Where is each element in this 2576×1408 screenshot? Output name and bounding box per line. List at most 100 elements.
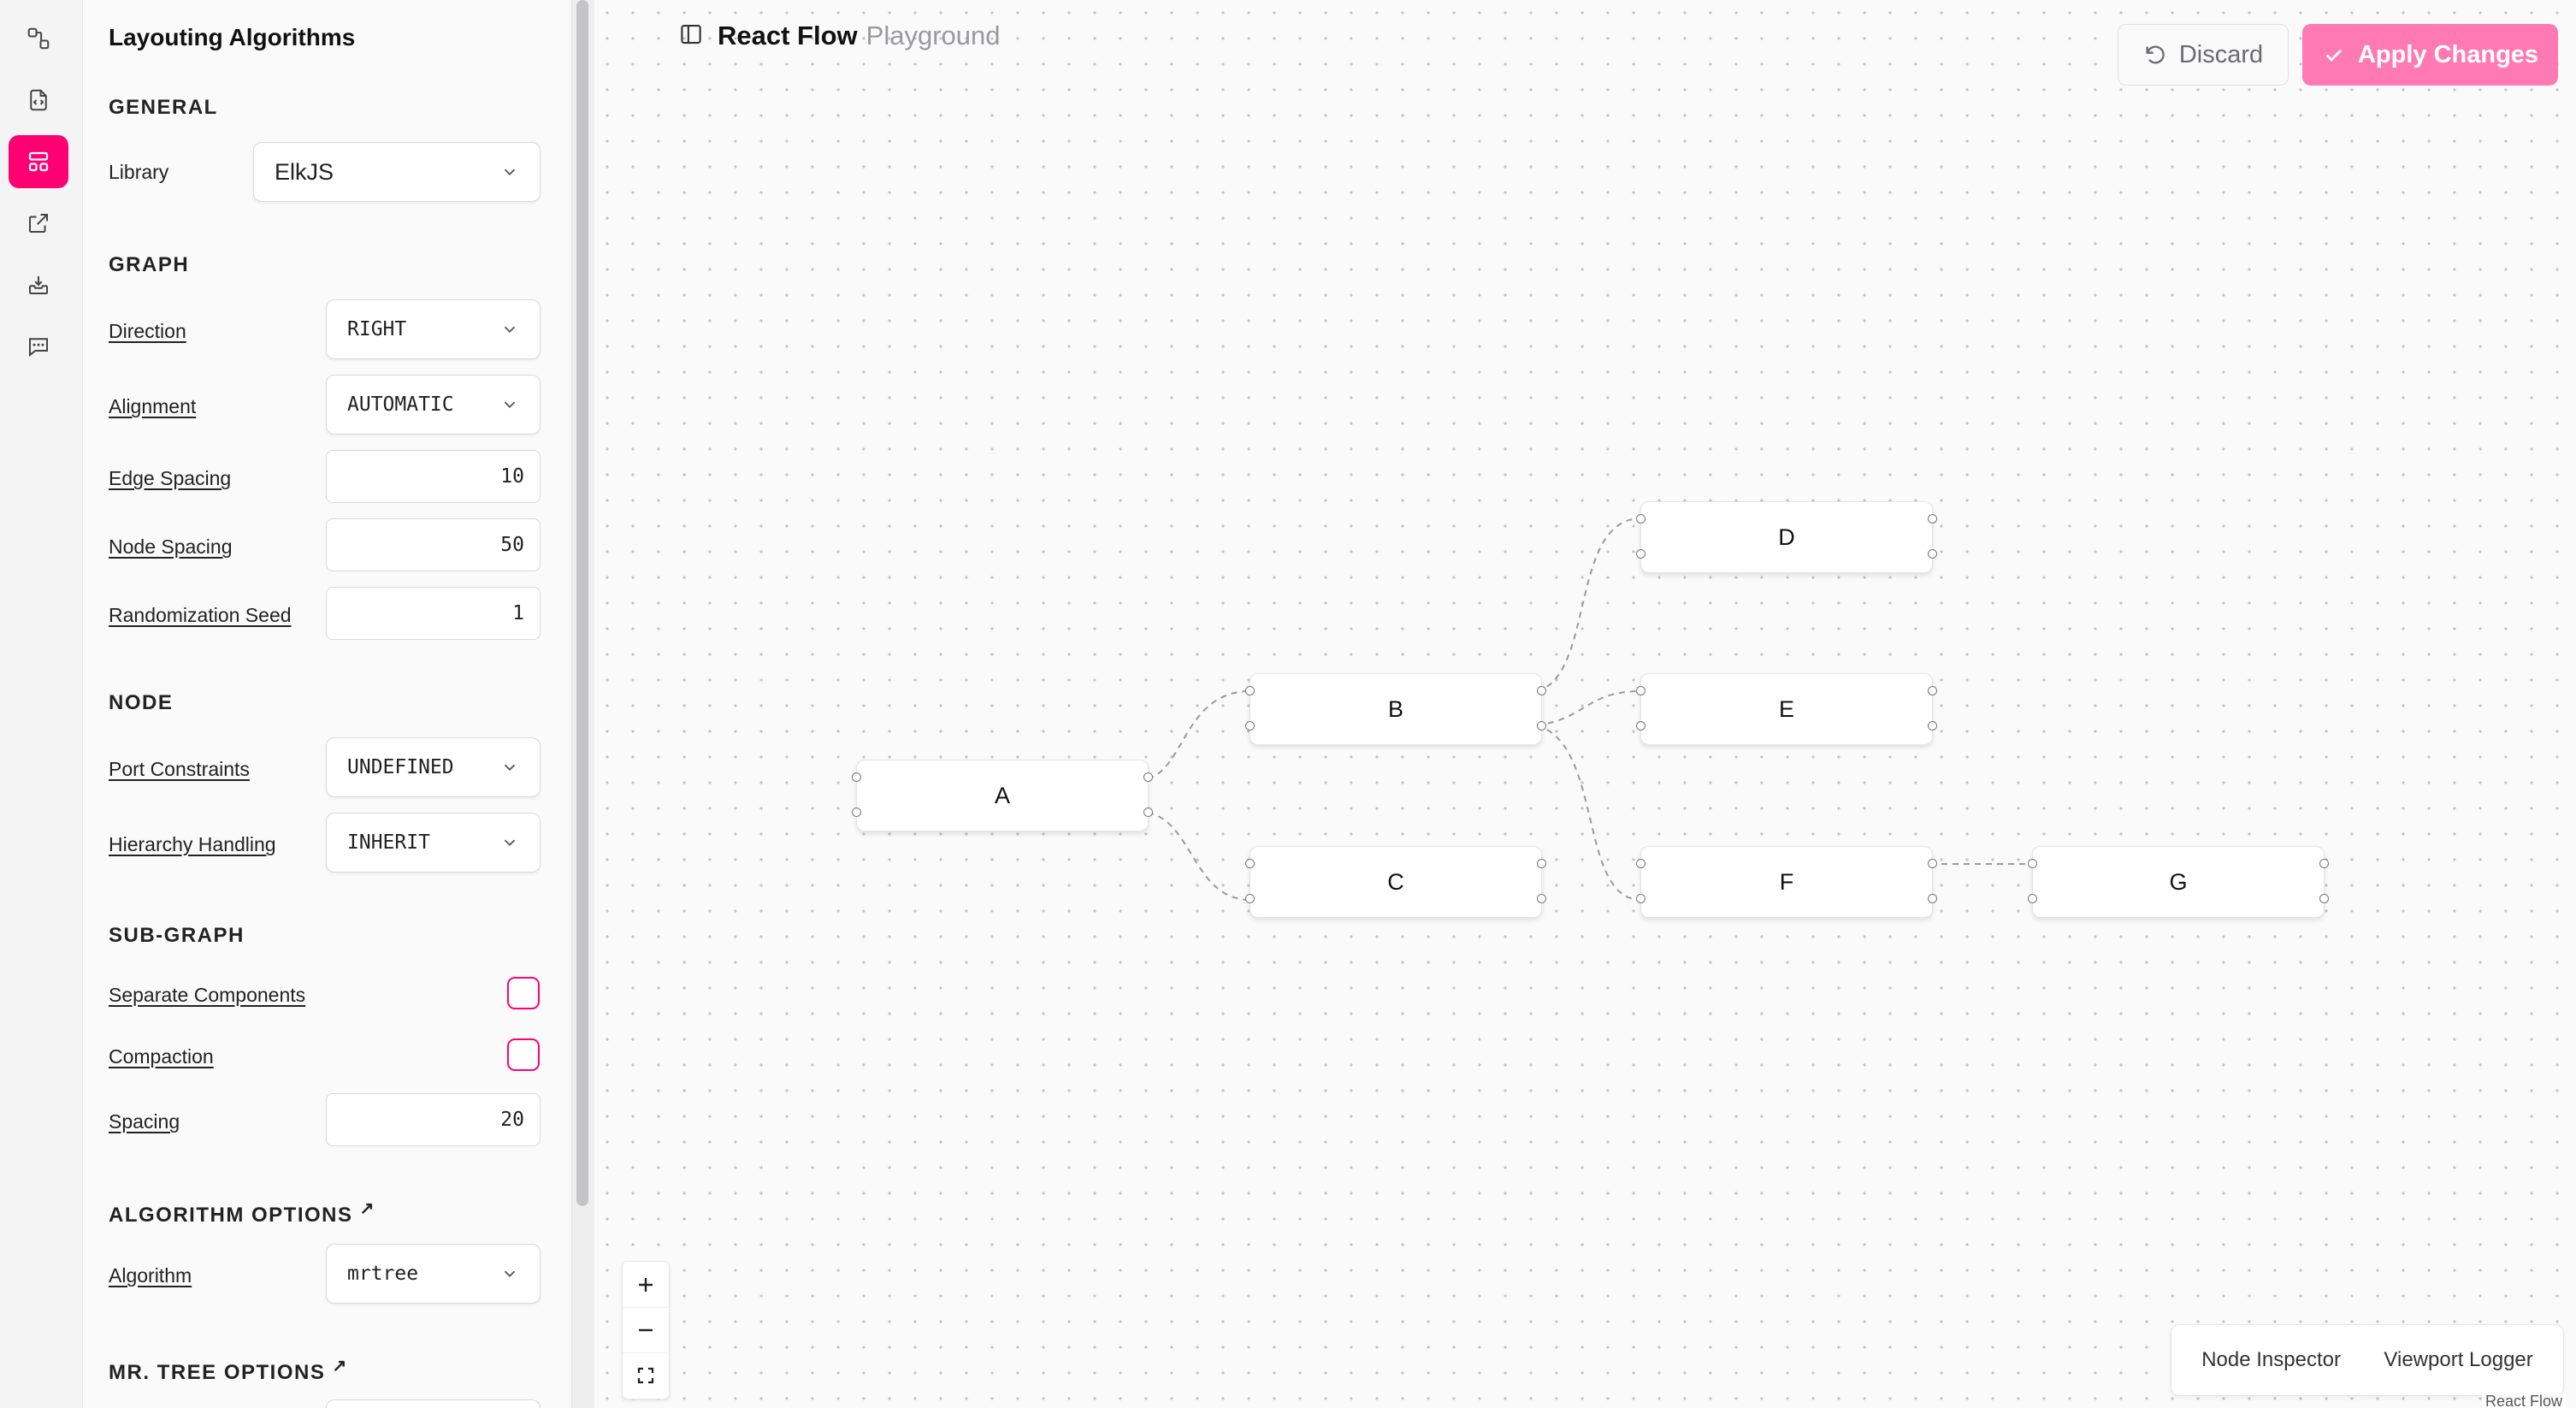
library-label: Library bbox=[109, 161, 169, 183]
node-handle[interactable] bbox=[1636, 686, 1645, 695]
chevron-down-icon bbox=[504, 401, 516, 409]
node-label: A bbox=[994, 782, 1010, 808]
zoom-in-button[interactable] bbox=[623, 1262, 669, 1308]
node-spacing-label[interactable]: Node Spacing bbox=[109, 535, 233, 558]
node-handle[interactable] bbox=[1928, 859, 1937, 868]
edge-b-d bbox=[1536, 518, 1642, 692]
subgraph-spacing-input[interactable] bbox=[326, 1093, 541, 1146]
node-handle[interactable] bbox=[1928, 549, 1937, 559]
node-handle[interactable] bbox=[2028, 859, 2037, 868]
rail-share-button[interactable] bbox=[9, 197, 68, 250]
separate-components-checkbox[interactable] bbox=[507, 977, 540, 1009]
randomization-seed-label[interactable]: Randomization Seed bbox=[109, 604, 292, 626]
fit-view-icon bbox=[637, 1367, 654, 1383]
node-handle[interactable] bbox=[1537, 859, 1546, 868]
panel-scrollbar-thumb[interactable] bbox=[576, 0, 588, 1206]
node-handle[interactable] bbox=[2028, 894, 2037, 903]
hierarchy-handling-value: INHERIT bbox=[347, 831, 430, 854]
port-constraints-select[interactable]: UNDEFINED bbox=[326, 737, 541, 797]
compaction-checkbox[interactable] bbox=[507, 1038, 540, 1071]
direction-select[interactable]: RIGHT bbox=[326, 299, 541, 359]
port-constraints-value: UNDEFINED bbox=[347, 756, 454, 778]
node-handle[interactable] bbox=[1245, 686, 1255, 695]
node-handle[interactable] bbox=[1636, 514, 1645, 524]
randomization-seed-input[interactable] bbox=[326, 587, 541, 640]
sidebar-toggle-icon bbox=[681, 24, 701, 44]
flow-canvas[interactable]: React Flow Playground Discard Apply Chan… bbox=[594, 0, 2576, 1408]
rail-feedback-button[interactable] bbox=[9, 320, 68, 373]
viewport-logger-button[interactable]: Viewport Logger bbox=[2384, 1348, 2533, 1371]
hierarchy-handling-label[interactable]: Hierarchy Handling bbox=[109, 833, 276, 855]
flow-node-c[interactable]: C bbox=[1245, 846, 1546, 918]
fit-view-button[interactable] bbox=[623, 1352, 669, 1398]
node-spacing-input[interactable] bbox=[326, 518, 541, 571]
hierarchy-handling-select[interactable]: INHERIT bbox=[326, 813, 541, 873]
node-handle[interactable] bbox=[1928, 721, 1937, 731]
rail-code-button[interactable] bbox=[9, 74, 68, 127]
compaction-label[interactable]: Compaction bbox=[109, 1045, 214, 1068]
alignment-select[interactable]: AUTOMATIC bbox=[326, 375, 541, 435]
node-handle[interactable] bbox=[852, 808, 861, 817]
node-handle[interactable] bbox=[852, 772, 861, 782]
algorithm-label[interactable]: Algorithm bbox=[109, 1264, 192, 1287]
node-handle[interactable] bbox=[1143, 808, 1153, 817]
react-flow-attribution[interactable]: React Flow bbox=[2482, 1393, 2567, 1408]
node-handle[interactable] bbox=[1245, 721, 1255, 731]
algorithm-select[interactable]: mrtree bbox=[326, 1244, 541, 1304]
rail-flow-button[interactable] bbox=[9, 12, 68, 65]
sidebar-toggle-button[interactable] bbox=[678, 21, 704, 51]
direction-label[interactable]: Direction bbox=[109, 320, 186, 342]
node-inspector-button[interactable]: Node Inspector bbox=[2201, 1348, 2341, 1371]
node-handle[interactable] bbox=[2319, 859, 2329, 868]
flow-nodes-icon bbox=[27, 27, 50, 50]
edge-spacing-input[interactable] bbox=[326, 450, 541, 503]
section-mrtree-options[interactable]: MR. TREE OPTIONS ↗ bbox=[109, 1355, 348, 1385]
layout-icon bbox=[28, 151, 49, 172]
edge-spacing-label[interactable]: Edge Spacing bbox=[109, 467, 232, 489]
node-handle[interactable] bbox=[1636, 721, 1645, 731]
external-arrow-icon: ↗ bbox=[332, 1357, 348, 1375]
download-icon bbox=[29, 276, 48, 294]
flow-node-a[interactable]: A bbox=[852, 760, 1153, 831]
section-algorithm-options[interactable]: ALGORITHM OPTIONS ↗ bbox=[109, 1198, 375, 1228]
flow-node-e[interactable]: E bbox=[1636, 673, 1937, 745]
discard-button[interactable]: Discard bbox=[2118, 24, 2289, 86]
node-handle[interactable] bbox=[1143, 772, 1153, 782]
section-graph: GRAPH bbox=[109, 253, 190, 276]
minus-icon bbox=[639, 1328, 653, 1331]
rail-download-button[interactable] bbox=[9, 258, 68, 311]
apply-changes-button[interactable]: Apply Changes bbox=[2302, 24, 2558, 86]
node-handle[interactable] bbox=[1245, 859, 1255, 868]
node-handle[interactable] bbox=[1245, 894, 1255, 903]
node-handle[interactable] bbox=[1537, 894, 1546, 903]
chevron-down-icon bbox=[504, 764, 516, 772]
flow-node-f[interactable]: F bbox=[1636, 846, 1937, 918]
port-constraints-label[interactable]: Port Constraints bbox=[109, 758, 250, 780]
subgraph-spacing-label[interactable]: Spacing bbox=[109, 1110, 180, 1133]
zoom-out-button[interactable] bbox=[623, 1307, 669, 1353]
separate-components-label[interactable]: Separate Components bbox=[109, 984, 306, 1006]
flow-node-d[interactable]: D bbox=[1636, 501, 1937, 573]
direction-value: RIGHT bbox=[347, 318, 407, 340]
code-file-icon bbox=[30, 89, 47, 111]
node-handle[interactable] bbox=[1636, 894, 1645, 903]
node-handle[interactable] bbox=[1928, 686, 1937, 695]
rail-layout-button[interactable] bbox=[9, 135, 68, 188]
node-handle[interactable] bbox=[1537, 721, 1546, 731]
flow-node-b[interactable]: B bbox=[1245, 673, 1546, 745]
node-handle[interactable] bbox=[1928, 514, 1937, 524]
node-handle[interactable] bbox=[2319, 894, 2329, 903]
alignment-label[interactable]: Alignment bbox=[109, 395, 197, 417]
mrtree-option-select[interactable] bbox=[326, 1399, 541, 1408]
node-label: D bbox=[1778, 524, 1795, 550]
node-handle[interactable] bbox=[1537, 686, 1546, 695]
library-select[interactable]: ElkJS bbox=[253, 142, 541, 202]
flow-node-g[interactable]: G bbox=[2028, 846, 2329, 918]
node-handle[interactable] bbox=[1928, 894, 1937, 903]
algorithm-value: mrtree bbox=[347, 1263, 419, 1285]
apply-changes-label: Apply Changes bbox=[2357, 40, 2539, 68]
section-node: NODE bbox=[109, 691, 174, 714]
node-handle[interactable] bbox=[1636, 549, 1645, 559]
node-handle[interactable] bbox=[1636, 859, 1645, 868]
undo-icon bbox=[2146, 45, 2165, 64]
